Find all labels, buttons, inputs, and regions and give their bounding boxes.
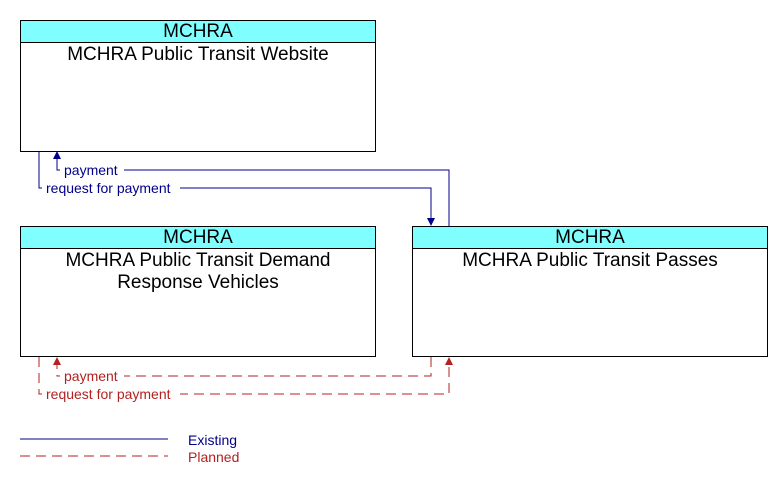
existing-payment-flow[interactable]: payment [53,151,450,226]
existing-request-label: request for payment [46,180,171,196]
arrowhead-icon [427,218,435,226]
existing-payment-label: payment [64,162,118,178]
website-org-header: MCHRA [21,21,375,43]
demand-response-name: MCHRA Public Transit Demand Response Veh… [65,250,331,293]
planned-payment-flow[interactable]: payment [53,357,432,384]
arrowhead-icon [53,357,61,365]
arrowhead-icon [53,151,61,159]
legend-planned-label: Planned [188,449,240,465]
planned-payment-label: payment [64,368,118,384]
passes-node[interactable]: MCHRA MCHRA Public Transit Passes [412,226,768,357]
planned-request-flow[interactable]: request for payment [38,357,453,402]
passes-org-header: MCHRA [413,227,767,249]
legend-existing-label: Existing [188,432,238,448]
existing-request-flow[interactable]: request for payment [38,152,435,226]
arrowhead-icon [445,357,453,365]
planned-request-label: request for payment [46,386,171,402]
demand-response-org-header: MCHRA [21,227,375,249]
website-name: MCHRA Public Transit Website [67,44,329,65]
website-node[interactable]: MCHRA MCHRA Public Transit Website [20,20,376,152]
passes-name: MCHRA Public Transit Passes [462,250,718,271]
demand-response-node[interactable]: MCHRA MCHRA Public Transit Demand Respon… [20,226,376,357]
